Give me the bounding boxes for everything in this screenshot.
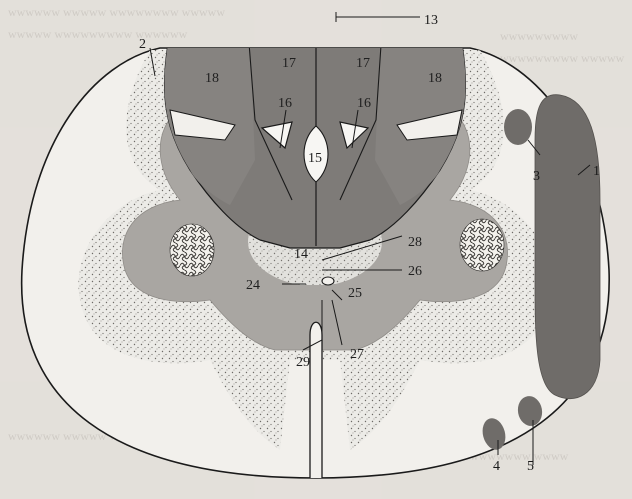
svg-text:wwwwww wwwww wwwwwwww wwwww: wwwwww wwwww wwwwwwww wwwww <box>8 5 225 19</box>
label-4: 4 <box>493 459 500 474</box>
label-28: 28 <box>408 235 422 250</box>
lateral-nucleus-left <box>170 224 214 276</box>
label-18-left: 18 <box>205 71 219 86</box>
label-17-right: 17 <box>356 56 370 71</box>
label-16-right: 16 <box>357 96 371 111</box>
label-2: 2 <box>139 37 146 52</box>
svg-text:wwwwwwwww wwwww: wwwwwwwww wwwww <box>500 51 625 65</box>
label-13: 13 <box>424 13 438 28</box>
label-16-left: 16 <box>278 96 292 111</box>
lateral-nucleus-right <box>460 219 504 271</box>
label-5: 5 <box>527 459 534 474</box>
label-25: 25 <box>348 286 362 301</box>
label-26: 26 <box>408 264 422 279</box>
label-17-left: 17 <box>282 56 296 71</box>
svg-text:wwwww wwwwwwwww wwwwww: wwwww wwwwwwwww wwwwww <box>8 27 188 41</box>
label-3: 3 <box>533 169 540 184</box>
lateral-tract-1 <box>535 95 600 399</box>
label-27: 27 <box>350 347 364 362</box>
label-14: 14 <box>294 247 308 262</box>
label-15: 15 <box>308 151 322 166</box>
label-18-right: 18 <box>428 71 442 86</box>
label-24: 24 <box>246 278 260 293</box>
label-1: 1 <box>593 164 600 179</box>
svg-text:wwwwwwwww: wwwwwwwww <box>500 29 578 43</box>
central-canal <box>322 277 334 285</box>
ventral-median-fissure <box>310 322 322 485</box>
tract-3 <box>504 109 532 145</box>
label-29: 29 <box>296 355 310 370</box>
